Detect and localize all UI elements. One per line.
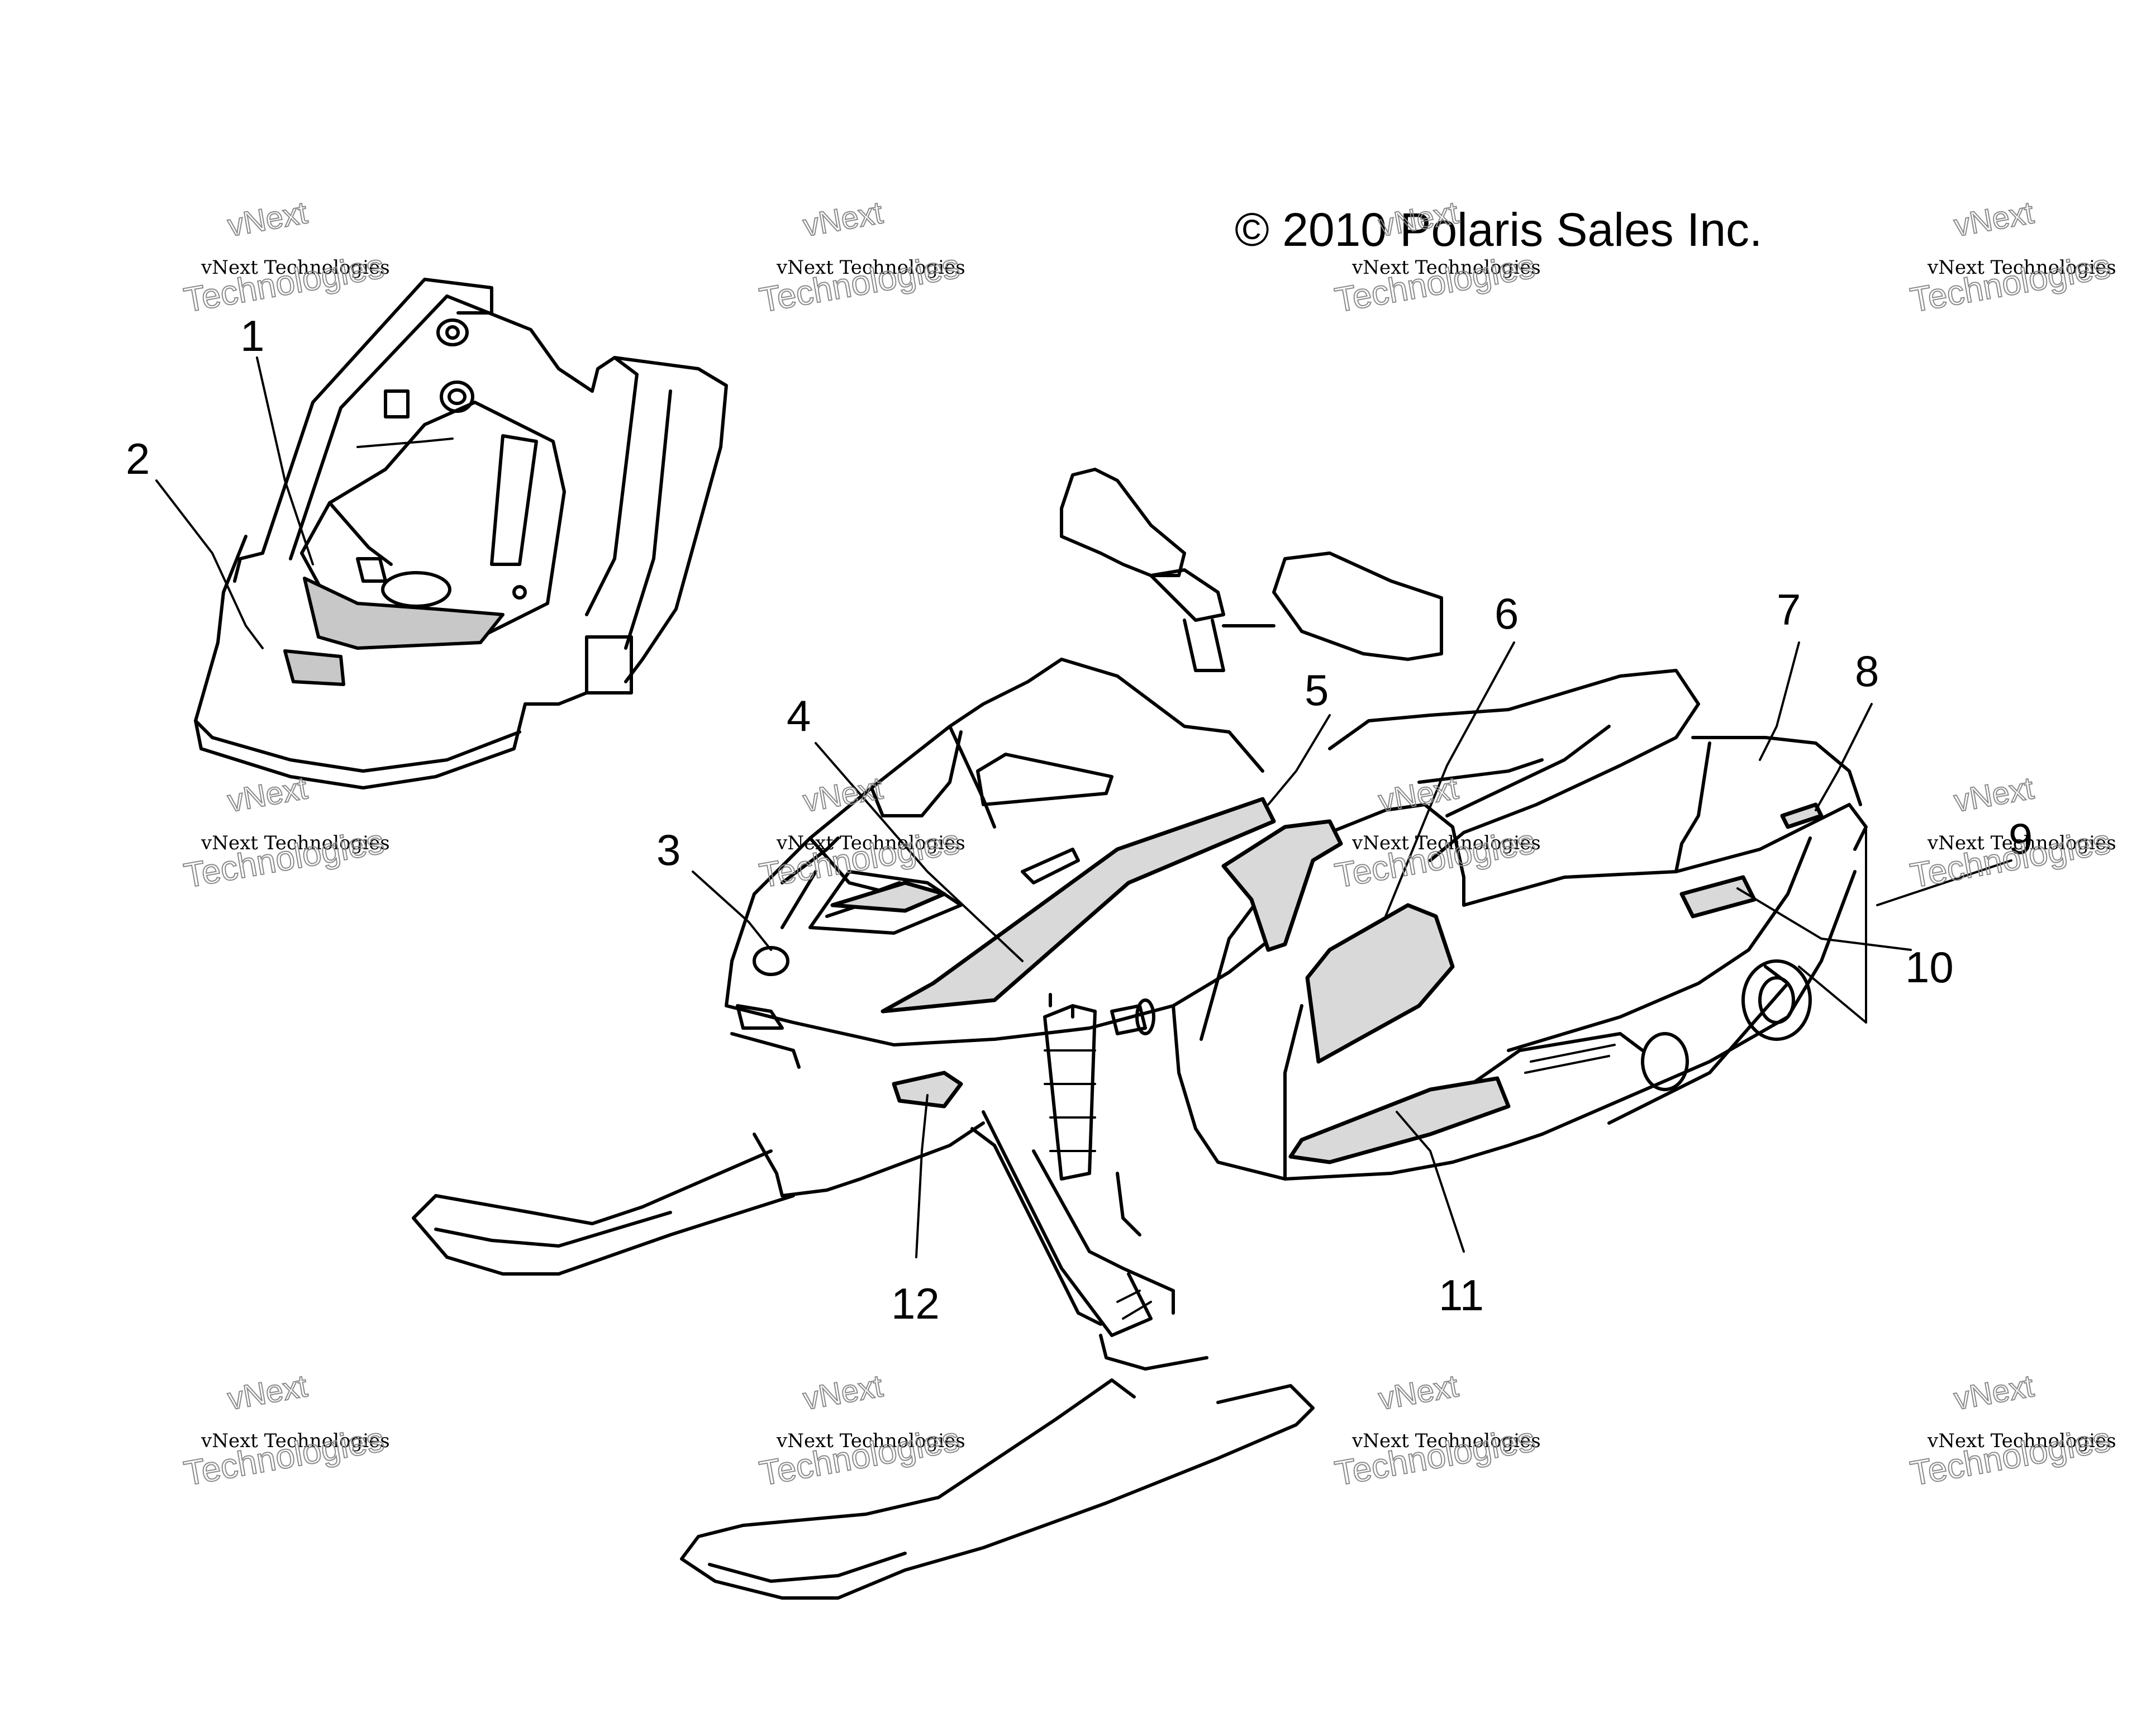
callout-7: 7 [1777,585,1801,634]
watermark-line-2: vNext Technologies [201,1430,390,1452]
decal-4-hood-stripe [881,797,1276,1014]
callout-2: 2 [126,434,150,483]
decal-5-windscreen-badge [1221,819,1343,952]
watermark-line-1: vNext [801,194,886,243]
callout-3: 3 [656,825,680,874]
watermark-line-1: vNext [801,1368,886,1416]
watermark-line-2: vNext Technologies [1927,256,2116,279]
decal-6-side-panel [1305,903,1455,1064]
watermark-line-1: vNext [1376,770,1461,819]
watermark-line-1: vNext [1952,1368,2036,1416]
watermark-line-2: vNext Technologies [1351,1430,1541,1452]
watermark-line-1: vNext [225,770,310,819]
decal-hood-vent [830,881,946,913]
callout-5: 5 [1305,665,1329,715]
decal-11-lower-panel [1288,1076,1511,1164]
watermark-line-2: vNext Technologies [1351,256,1541,279]
callout-8: 8 [1855,646,1879,696]
watermark-line-2: vNext Technologies [201,832,390,854]
watermark-line-2: vNext Technologies [1351,832,1541,854]
watermark-line-1: vNext [801,770,886,819]
watermark-line-2: vNext Technologies [776,832,965,854]
watermark-line-2: vNext Technologies [1927,1430,2116,1452]
decal-10-tunnel-side [1679,875,1757,919]
watermark-line-2: vNext Technologies [776,1430,965,1452]
watermark-line-1: vNext [225,1368,310,1416]
watermark-line-2: vNext Technologies [776,256,965,279]
callout-4: 4 [787,691,811,740]
leader-lines [155,356,2012,1258]
watermark-line-1: vNext [1952,194,2036,243]
watermark-line-2: vNext Technologies [201,256,390,279]
callout-9: 9 [2009,814,2033,863]
decal-12-nose-lower [892,1071,963,1109]
copyright-notice: © 2010 Polaris Sales Inc. [1235,203,1762,256]
console-inset-drawing [194,278,728,789]
decals [830,797,1824,1164]
callout-labels: 1 2 3 4 5 6 7 8 9 10 11 12 [126,311,2033,1328]
callout-6: 6 [1495,589,1519,638]
watermark-line-1: vNext [1952,770,2036,819]
callout-10: 10 [1905,943,1954,992]
watermark-line-1: vNext [225,194,310,243]
decal-8-rear-badge [1780,802,1824,829]
callout-12: 12 [891,1279,940,1328]
watermark-line-1: vNext [1376,1368,1461,1416]
watermark-line-2: vNext Technologies [1927,832,2116,854]
callout-1: 1 [240,311,264,360]
callout-11: 11 [1439,1271,1484,1320]
